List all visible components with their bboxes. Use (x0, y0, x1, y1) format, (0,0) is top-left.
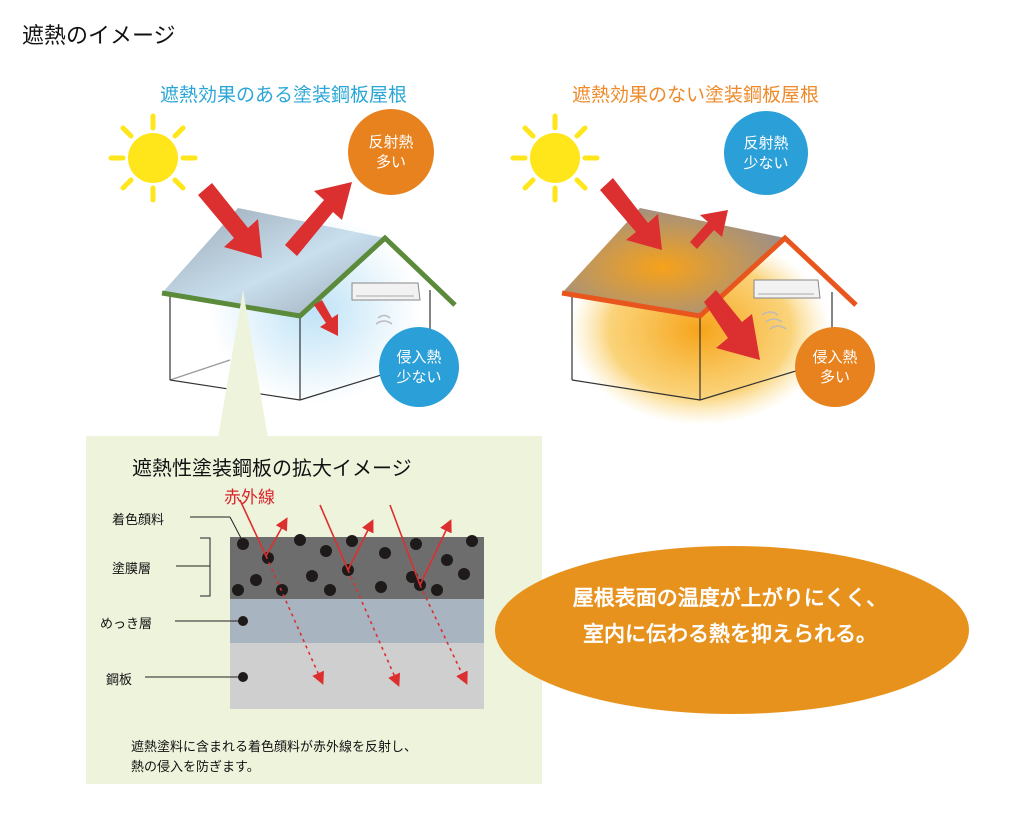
left-reflected-arrow (285, 182, 352, 256)
badge-line: 少ない (743, 154, 789, 172)
summary-oval (495, 546, 969, 714)
left-arrows (198, 182, 352, 336)
left-reflected-badge-text: 反射熱 多い (346, 132, 436, 172)
right-aircon-icon (753, 279, 821, 330)
plating-layer (230, 599, 484, 643)
page-title: 遮熱のイメージ (22, 24, 176, 49)
layer-label-coating: 塗膜層 (112, 562, 152, 577)
zoom-pointer (218, 290, 268, 438)
left-intrusion-badge (379, 327, 459, 407)
left-reflected-badge (348, 109, 434, 195)
zoom-panel-title: 遮熱性塗装鋼板の拡大イメージ (132, 456, 412, 480)
caption-line: 熱の侵入を防ぎます。 (131, 760, 260, 775)
badge-line: 侵入熱 (812, 348, 858, 366)
label-leaders (145, 516, 243, 678)
badge-line: 多い (819, 368, 850, 386)
zoom-panel (86, 290, 542, 784)
right-roof-edge (561, 234, 858, 319)
plating-marker (238, 616, 248, 626)
left-incoming-arrow (198, 183, 262, 258)
left-house-title: 遮熱効果のある塗装鋼板屋根 (160, 84, 408, 106)
summary-text: 屋根表面の温度が上がりにくく、 室内に伝わる熱を抑えられる。 (520, 580, 940, 652)
right-sun-icon (510, 113, 600, 203)
infrared-label: 赤外線 (224, 488, 275, 508)
right-incoming-arrow (600, 178, 662, 250)
infrared-rays (239, 499, 468, 687)
badge-line: 多い (375, 153, 406, 171)
badge-line: 反射熱 (368, 133, 414, 151)
layer-label-steel: 鋼板 (106, 673, 133, 688)
left-aircon-icon (351, 282, 421, 325)
badge-line: 侵入熱 (396, 348, 442, 366)
right-reflected-badge-text: 反射熱 少ない (721, 133, 811, 173)
summary-line: 屋根表面の温度が上がりにくく、 (572, 586, 888, 610)
caption-line: 遮熱塗料に含まれる着色顔料が赤外線を反射し、 (131, 740, 418, 755)
left-intrusion-badge-text: 侵入熱 少ない (374, 347, 464, 387)
steel-layer (230, 643, 484, 709)
zoom-caption: 遮熱塗料に含まれる着色顔料が赤外線を反射し、 熱の侵入を防ぎます。 (131, 738, 417, 778)
badge-line: 少ない (396, 368, 442, 386)
right-house (510, 111, 875, 425)
right-reflected-badge (724, 111, 808, 195)
steel-marker (238, 672, 248, 682)
pigment-particles (232, 534, 478, 596)
layer-label-plating: めっき層 (100, 617, 153, 632)
left-house (108, 109, 459, 407)
left-roof-edge (161, 234, 457, 319)
right-arrows (600, 178, 760, 360)
right-reflected-arrow (690, 210, 728, 249)
left-sun-icon (108, 113, 198, 203)
badge-line: 反射熱 (743, 134, 789, 152)
layer-label-pigment: 着色顔料 (112, 513, 165, 528)
right-house-title: 遮熱効果のない塗装鋼板屋根 (572, 84, 820, 106)
right-intrusion-arrow (704, 290, 760, 360)
summary-line: 室内に伝わる熱を抑えられる。 (583, 622, 877, 646)
right-intrusion-badge (795, 327, 875, 407)
right-intrusion-badge-text: 侵入熱 多い (790, 347, 880, 387)
left-intrusion-arrow (314, 300, 338, 336)
